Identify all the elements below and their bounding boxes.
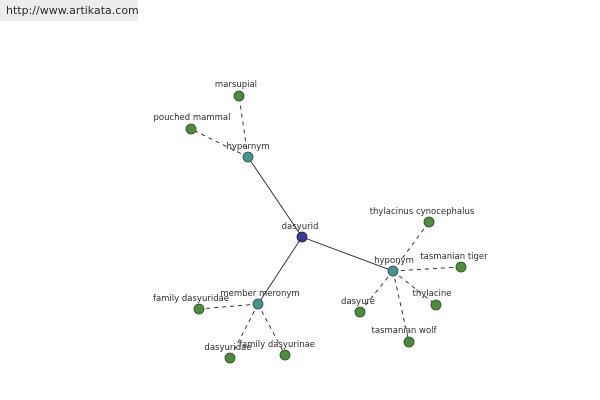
node-family-dasyurinae[interactable] [279,349,291,361]
edge-dasyurid-hyponym [301,236,394,272]
label-tasmanian-tiger: tasmanian tiger [420,252,488,262]
node-hypernym[interactable] [242,151,254,163]
edge-meronym-dasyuridae [229,303,259,359]
edge-dasyurid-member-meronym [257,236,303,305]
node-hyponym[interactable] [387,265,399,277]
label-dasyuridae: dasyuridae [204,343,251,353]
edge-hypernym-pouched-mammal [190,128,249,158]
label-family-dasyurinae: family dasyurinae [239,340,315,350]
label-thylacinus-cynocephalus: thylacinus cynocephalus [370,207,475,217]
node-pouched-mammal[interactable] [185,123,197,135]
edge-meronym-family-dasyuridae [198,303,259,310]
edge-hypernym-marsupial [238,95,249,158]
source-url[interactable]: http://www.artikata.com [0,0,139,21]
node-tasmanian-wolf[interactable] [403,336,415,348]
edge-hyponym-tasmanian-tiger [392,266,462,272]
node-tasmanian-tiger[interactable] [455,261,467,273]
edge-meronym-family-dasyurinae [257,303,286,356]
node-dasyure[interactable] [354,306,366,318]
label-marsupial: marsupial [215,80,257,90]
label-hypernym: hypernym [226,142,269,152]
label-member-meronym: member meronym [220,289,299,299]
node-dasyuridae[interactable] [224,352,236,364]
label-tasmanian-wolf: tasmanian wolf [371,326,437,336]
node-member-meronym[interactable] [252,298,264,310]
label-dasyurid: dasyurid [282,222,319,232]
node-marsupial[interactable] [233,90,245,102]
label-hyponym: hyponym [374,256,414,266]
label-pouched-mammal: pouched mammal [154,113,231,123]
node-thylacinus-cynocephalus[interactable] [423,216,435,228]
edge-hyponym-thylacinus-cynocephalus [392,221,430,272]
edge-dasyurid-hypernym [247,156,303,238]
node-thylacine[interactable] [430,299,442,311]
label-family-dasyuridae: family dasyuridae [153,294,229,304]
edge-hyponym-dasyure [359,270,394,313]
label-thylacine: thylacine [413,289,452,299]
edge-hyponym-thylacine [392,270,437,306]
node-family-dasyuridae[interactable] [193,303,205,315]
label-dasyure: dasyure [341,297,375,307]
node-dasyurid[interactable] [296,231,308,243]
